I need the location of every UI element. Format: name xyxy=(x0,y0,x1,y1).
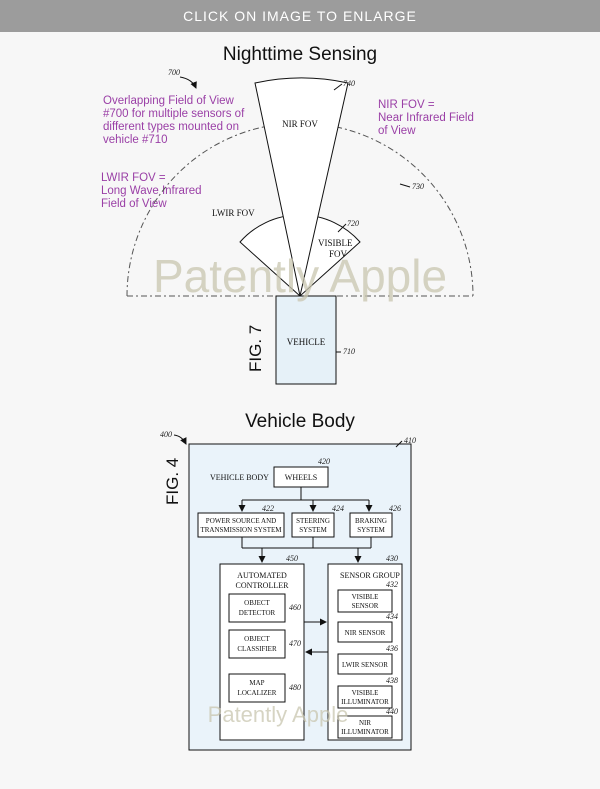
visible-fov-label-1: VISIBLE xyxy=(318,238,353,248)
localizer-label-2: LOCALIZER xyxy=(238,689,277,697)
fig7-diagram: Nighttime Sensing 700 Overlapping Field … xyxy=(101,44,474,385)
fig4-diagram: Vehicle Body FIG. 4 400 410 VEHICLE BODY… xyxy=(160,411,416,751)
braking-label-2: SYSTEM xyxy=(357,526,385,534)
visible-illuminator-label-1: VISIBLE xyxy=(352,689,379,697)
overlap-note-1: Overlapping Field of View xyxy=(103,95,235,107)
ref-740-leader xyxy=(333,83,343,91)
ref-470: 470 xyxy=(289,639,301,648)
nir-illuminator-box xyxy=(337,715,393,739)
vehicle-label: VEHICLE xyxy=(287,337,326,347)
ref-436: 436 xyxy=(386,644,398,653)
ref-420: 420 xyxy=(318,457,330,466)
ref-730-leader xyxy=(399,183,411,188)
nir-sensor-label: NIR SENSOR xyxy=(345,629,386,637)
nir-note-2: Near Infrared Field xyxy=(378,112,474,124)
fig7-heading: Nighttime Sensing xyxy=(223,44,377,65)
ref-434: 434 xyxy=(386,612,398,621)
visible-sensor-label-2: SENSOR xyxy=(352,602,379,610)
ref-400-arrow xyxy=(173,434,187,445)
classifier-label-2: CLASSIFIER xyxy=(237,645,277,653)
ref-410-leader xyxy=(395,440,403,448)
ref-450: 450 xyxy=(286,554,298,563)
ref-410: 410 xyxy=(404,436,416,445)
visible-illuminator-label-2: ILLUMINATOR xyxy=(341,698,389,706)
ref-480: 480 xyxy=(289,683,301,692)
watermark-fig4: Patently Apple xyxy=(208,702,349,727)
fig4-heading: Vehicle Body xyxy=(245,411,355,432)
steering-box xyxy=(291,512,335,538)
ref-432: 432 xyxy=(386,580,398,589)
braking-label-1: BRAKING xyxy=(355,517,387,525)
lwir-note-1: LWIR FOV = xyxy=(101,172,166,184)
object-classifier-box xyxy=(228,629,286,659)
overlap-note-2: #700 for multiple sensors of xyxy=(103,108,245,120)
classifier-label-1: OBJECT xyxy=(244,635,270,643)
ref-720: 720 xyxy=(347,219,359,228)
vehicle-body-label: VEHICLE BODY xyxy=(210,473,269,482)
nir-illuminator-label-1: NIR xyxy=(359,719,371,727)
ref-400: 400 xyxy=(160,430,172,439)
overlap-note-3: different types mounted on xyxy=(103,121,239,133)
lwir-fov-label: LWIR FOV xyxy=(212,208,255,218)
visible-sensor-box xyxy=(337,589,393,613)
ref-700: 700 xyxy=(168,68,180,77)
visible-fov-label-2: FOV xyxy=(329,249,348,259)
nir-sensor-box xyxy=(337,621,393,643)
power-source-box xyxy=(197,512,285,538)
ref-460: 460 xyxy=(289,603,301,612)
ref-720-leader xyxy=(337,223,347,233)
ref-740: 740 xyxy=(343,79,355,88)
watermark-fig7: Patently Apple xyxy=(153,250,447,302)
object-detector-box xyxy=(228,593,286,623)
patent-figures[interactable]: Nighttime Sensing 700 Overlapping Field … xyxy=(0,32,600,789)
lwir-sensor-label: LWIR SENSOR xyxy=(342,661,388,669)
ref-730: 730 xyxy=(412,182,424,191)
lwir-note-3: Field of View xyxy=(101,198,167,210)
ref-710: 710 xyxy=(343,347,355,356)
controller-label-2: CONTROLLER xyxy=(236,581,290,590)
ref-438: 438 xyxy=(386,676,398,685)
overlap-note-4: vehicle #710 xyxy=(103,134,168,146)
power-source-label-1: POWER SOURCE AND xyxy=(206,517,276,525)
lwir-note-2: Long Wave Infrared xyxy=(101,185,202,197)
vehicle-box xyxy=(275,295,337,385)
click-to-enlarge-banner[interactable]: CLICK ON IMAGE TO ENLARGE xyxy=(0,0,600,32)
nir-fov-wedge xyxy=(254,77,349,297)
controller-label-1: AUTOMATED xyxy=(237,571,287,580)
ref-430: 430 xyxy=(386,554,398,563)
ref-700-arrow xyxy=(179,76,197,89)
nir-illuminator-label-2: ILLUMINATOR xyxy=(341,728,389,736)
fig7-label: FIG. 7 xyxy=(246,325,265,372)
sensor-group-label: SENSOR GROUP xyxy=(340,571,400,580)
nir-note-3: of View xyxy=(378,125,416,137)
wheels-label: WHEELS xyxy=(285,473,317,482)
ref-422: 422 xyxy=(262,504,274,513)
detector-label-2: DETECTOR xyxy=(239,609,276,617)
ref-426: 426 xyxy=(389,504,401,513)
map-localizer-box xyxy=(228,673,286,703)
detector-label-1: OBJECT xyxy=(244,599,270,607)
ref-440: 440 xyxy=(386,707,398,716)
lwir-sensor-box xyxy=(337,653,393,675)
visible-sensor-label-1: VISIBLE xyxy=(352,593,379,601)
steering-label-2: SYSTEM xyxy=(299,526,327,534)
nir-note-1: NIR FOV = xyxy=(378,99,435,111)
power-source-label-2: TRANSMISSION SYSTEM xyxy=(200,526,282,534)
visible-illuminator-box xyxy=(337,685,393,709)
ref-424: 424 xyxy=(332,504,344,513)
nir-fov-label: NIR FOV xyxy=(282,119,318,129)
localizer-label-1: MAP xyxy=(249,679,264,687)
fig4-label: FIG. 4 xyxy=(163,458,182,505)
steering-label-1: STEERING xyxy=(296,517,330,525)
